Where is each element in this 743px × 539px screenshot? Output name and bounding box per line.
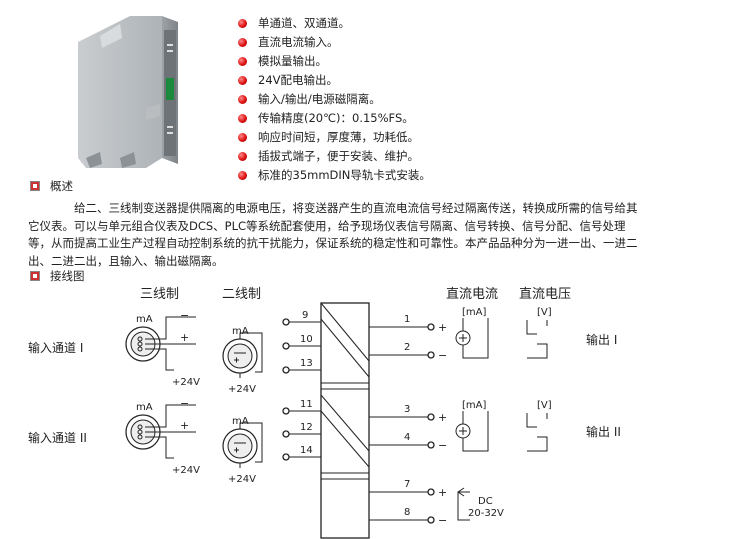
svg-text:11: 11 xyxy=(300,399,313,410)
overview-text: 给二、三线制变送器提供隔离的电源电压，将变送器产生的直流电流信号经过隔离传送，转… xyxy=(28,201,638,268)
svg-text:+: + xyxy=(438,321,447,334)
two-wire-transmitter-icon xyxy=(222,338,258,374)
output-2-label: 输出 II xyxy=(586,424,621,439)
v-bracket-label: [V] xyxy=(537,307,552,318)
feature-item: 插拔式端子，便于安装、维护。 xyxy=(238,147,431,166)
terminal-7[interactable]: 7 + xyxy=(369,479,447,499)
feature-text: 标准的35mmDIN导轨卡式安装。 xyxy=(258,168,431,182)
feature-item: 标准的35mmDIN导轨卡式安装。 xyxy=(238,166,431,185)
svg-text:−: − xyxy=(180,397,189,410)
svg-text:13: 13 xyxy=(300,358,313,369)
feature-list: 单通道、双通道。直流电流输入。模拟量输出。 24V配电输出。输入/输出/电源磁隔离… xyxy=(238,14,431,185)
svg-text:3: 3 xyxy=(404,404,410,415)
ma-label: mA xyxy=(136,314,153,325)
svg-text:7: 7 xyxy=(404,479,410,490)
section-bullet-icon xyxy=(30,181,40,191)
red-bullet-icon xyxy=(238,19,247,28)
dc-label: DC xyxy=(478,496,493,507)
feature-item: 24V配电输出。 xyxy=(238,71,431,90)
svg-text:mA: mA xyxy=(232,326,249,337)
terminal-2[interactable]: 2 − xyxy=(369,342,447,362)
terminal-9[interactable]: 9 xyxy=(282,310,321,326)
isolator-module xyxy=(320,302,370,539)
svg-text:[V]: [V] xyxy=(537,400,552,411)
feature-text: 24V配电输出。 xyxy=(258,73,338,87)
feature-text: 直流电流输入。 xyxy=(258,35,339,49)
red-bullet-icon xyxy=(238,76,247,85)
svg-text:−: − xyxy=(438,439,447,452)
feature-item: 直流电流输入。 xyxy=(238,33,431,52)
feature-item: 传输精度(20℃)：0.15%FS。 xyxy=(238,109,431,128)
dc-current-label: 直流电流 xyxy=(446,287,498,302)
input-channel-1-label: 输入通道 I xyxy=(28,340,83,355)
plus24-label: +24V xyxy=(172,465,200,476)
product-image xyxy=(78,16,178,168)
terminal-12[interactable]: 12 xyxy=(282,422,321,438)
svg-text:9: 9 xyxy=(302,310,308,321)
svg-text:2: 2 xyxy=(404,342,410,353)
output-1-label: 输出 I xyxy=(586,332,617,347)
red-bullet-icon xyxy=(238,171,247,180)
ma-bracket-label: [mA] xyxy=(462,307,486,318)
two-wire-transmitter-icon xyxy=(222,428,258,464)
svg-text:12: 12 xyxy=(300,422,313,433)
svg-text:1: 1 xyxy=(404,314,410,325)
svg-text:14: 14 xyxy=(300,445,313,456)
red-bullet-icon xyxy=(238,152,247,161)
voltmeter-icon xyxy=(526,320,548,359)
feature-text: 单通道、双通道。 xyxy=(258,16,350,30)
voltmeter-icon xyxy=(526,413,548,452)
feature-text: 插拔式端子，便于安装、维护。 xyxy=(258,149,419,163)
feature-item: 输入/输出/电源磁隔离。 xyxy=(238,90,431,109)
feature-item: 模拟量输出。 xyxy=(238,52,431,71)
terminal-8[interactable]: 8 − xyxy=(369,507,447,527)
svg-text:+: + xyxy=(438,411,447,424)
svg-text:8: 8 xyxy=(404,507,410,518)
overview-heading: 概述 xyxy=(30,178,73,194)
svg-text:mA: mA xyxy=(232,416,249,427)
feature-text: 模拟量输出。 xyxy=(258,54,327,68)
svg-text:−: − xyxy=(438,349,447,362)
feature-text: 输入/输出/电源磁隔离。 xyxy=(258,92,381,106)
wiring-diagram: 三线制 二线制 直流电流 直流电压 输入通道 I 输入通道 II 输出 I 输出… xyxy=(28,287,621,539)
plus24-label: +24V xyxy=(172,377,200,388)
ammeter-icon xyxy=(455,330,471,346)
red-bullet-icon xyxy=(238,133,247,142)
three-wire-label: 三线制 xyxy=(140,287,179,302)
feature-item: 单通道、双通道。 xyxy=(238,14,431,33)
svg-text:[mA]: [mA] xyxy=(462,400,486,411)
dc-range-label: 20-32V xyxy=(468,508,504,519)
terminal-10[interactable]: 10 xyxy=(282,334,321,350)
ammeter-icon xyxy=(455,423,471,439)
terminal-13[interactable]: 13 xyxy=(282,358,321,374)
svg-text:+: + xyxy=(180,419,189,432)
ma-label: mA xyxy=(136,402,153,413)
wiring-heading: 接线图 xyxy=(30,268,85,284)
svg-text:−: − xyxy=(438,514,447,527)
svg-text:−: − xyxy=(180,309,189,322)
section-bullet-icon xyxy=(30,271,40,281)
feature-item: 响应时间短，厚度薄，功耗低。 xyxy=(238,128,431,147)
svg-text:+: + xyxy=(180,331,189,344)
feature-text: 响应时间短，厚度薄，功耗低。 xyxy=(258,130,419,144)
svg-text:+24V: +24V xyxy=(228,474,256,485)
svg-text:4: 4 xyxy=(404,432,410,443)
terminal-11[interactable]: 11 xyxy=(282,399,321,415)
red-bullet-icon xyxy=(238,114,247,123)
red-bullet-icon xyxy=(238,95,247,104)
svg-text:+: + xyxy=(438,486,447,499)
two-wire-label: 二线制 xyxy=(222,287,261,302)
terminal-1[interactable]: 1 + xyxy=(369,314,447,334)
svg-text:+24V: +24V xyxy=(228,384,256,395)
terminal-4[interactable]: 4 − xyxy=(369,432,447,452)
dc-voltage-label: 直流电压 xyxy=(519,287,571,302)
terminal-3[interactable]: 3 + xyxy=(369,404,447,424)
input-channel-2-label: 输入通道 II xyxy=(28,430,87,445)
terminal-14[interactable]: 14 xyxy=(282,445,321,461)
feature-text: 传输精度(20℃)：0.15%FS。 xyxy=(258,111,414,125)
red-bullet-icon xyxy=(238,38,247,47)
svg-text:10: 10 xyxy=(300,334,313,345)
red-bullet-icon xyxy=(238,57,247,66)
